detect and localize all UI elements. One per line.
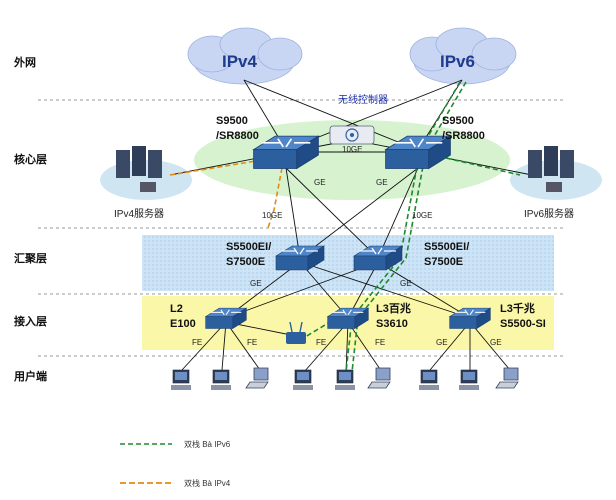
- fe-label-4: FE: [375, 338, 386, 347]
- core-switch-right-icon: [384, 135, 452, 170]
- agg-right-model: S5500EI/: [424, 241, 470, 253]
- core-switch-left-icon: [252, 135, 320, 170]
- access-switch-left-icon: [204, 307, 248, 329]
- access-switch-middle-label: L3百兆 S3610: [376, 302, 411, 332]
- user-terminals: [171, 367, 519, 390]
- agg-switch-left-icon: [274, 245, 326, 271]
- ipv6-cloud-label: IPv6: [440, 52, 475, 71]
- laptop-icon: [245, 367, 269, 389]
- ipv4-server-label: IPv4服务器: [114, 209, 165, 220]
- ge-label-core-right: GE: [376, 178, 388, 187]
- ge-label-agg-right: GE: [400, 279, 412, 288]
- core-right-model-alt: /SR8800: [442, 130, 485, 142]
- ipv6-server-label: IPv6服务器: [524, 209, 575, 220]
- ipv4-cloud-label: IPv4: [222, 52, 257, 71]
- desktop-computer-icon: [211, 369, 231, 390]
- fe-label-1: FE: [192, 338, 203, 347]
- left-uplink-label: 10GE: [262, 211, 283, 220]
- access-left-model: E100: [170, 318, 196, 330]
- layer-label-access: 接入层: [14, 316, 47, 328]
- access-middle-type: L3百兆: [376, 303, 411, 315]
- desktop-computer-icon: [171, 369, 191, 390]
- desktop-computer-icon: [293, 369, 313, 390]
- core-left-model: S9500: [216, 115, 248, 127]
- agg-right-model-alt: S7500E: [424, 256, 464, 268]
- access-middle-model: S3610: [376, 318, 408, 330]
- access-switch-right-icon: [448, 307, 492, 329]
- laptop-icon: [367, 367, 391, 389]
- desktop-computer-icon: [459, 369, 479, 390]
- laptop-icon: [495, 367, 519, 389]
- ge-label-access-2: GE: [490, 338, 502, 347]
- access-right-model: S5500-SI: [500, 318, 546, 330]
- ipv6-server-icon: [528, 146, 574, 192]
- ipv4-dual-stack-path: [169, 159, 283, 229]
- layer-dividers: [38, 99, 566, 357]
- agg-switch-right-label: S5500EI/ S7500E: [424, 240, 469, 270]
- ipv6-cloud: [409, 27, 517, 85]
- core-right-model: S9500: [442, 115, 474, 127]
- layer-label-user: 用户端: [14, 371, 47, 383]
- ge-label-core-left: GE: [314, 178, 326, 187]
- ge-label-agg-left: GE: [250, 279, 262, 288]
- agg-left-model-alt: S7500E: [226, 256, 266, 268]
- wireless-controller-label: 无线控制器: [338, 95, 388, 106]
- agg-switch-right-icon: [352, 245, 404, 271]
- legend-ipv6-label: 双栈 Bà IPv6: [184, 440, 231, 449]
- layer-label-aggregation: 汇聚层: [14, 253, 47, 265]
- access-left-type: L2: [170, 303, 183, 315]
- access-switch-right-label: L3千兆 S5500-SI: [500, 302, 546, 332]
- desktop-computer-icon: [335, 369, 355, 390]
- layer-label-external: 外网: [14, 57, 36, 69]
- fe-label-3: FE: [316, 338, 327, 347]
- core-switch-right-label: S9500 /SR8800: [442, 114, 485, 144]
- layer-label-core: 核心层: [14, 154, 47, 166]
- ipv4-cloud: [187, 27, 303, 85]
- legend-ipv4-label: 双栈 Bà IPv4: [184, 479, 231, 488]
- ipv4-server-icon: [116, 146, 162, 192]
- access-switch-left-label: L2 E100: [170, 302, 196, 332]
- switches: [204, 135, 492, 329]
- access-right-type: L3千兆: [500, 303, 535, 315]
- core-switch-left-label: S9500 /SR8800: [216, 114, 259, 144]
- agg-switch-left-label: S5500EI/ S7500E: [226, 240, 271, 270]
- wireless-controller: [329, 125, 375, 145]
- desktop-computer-icon: [419, 369, 439, 390]
- fe-label-2: FE: [247, 338, 258, 347]
- agg-left-model: S5500EI/: [226, 241, 272, 253]
- wireless-ap-icon: [286, 321, 306, 344]
- access-switch-middle-icon: [326, 307, 370, 329]
- core-link-label: 10GE: [342, 145, 363, 154]
- ge-label-access-1: GE: [436, 338, 448, 347]
- aggregation-band: [142, 235, 554, 291]
- core-left-model-alt: /SR8800: [216, 130, 259, 142]
- right-uplink-label: 10GE: [412, 211, 433, 220]
